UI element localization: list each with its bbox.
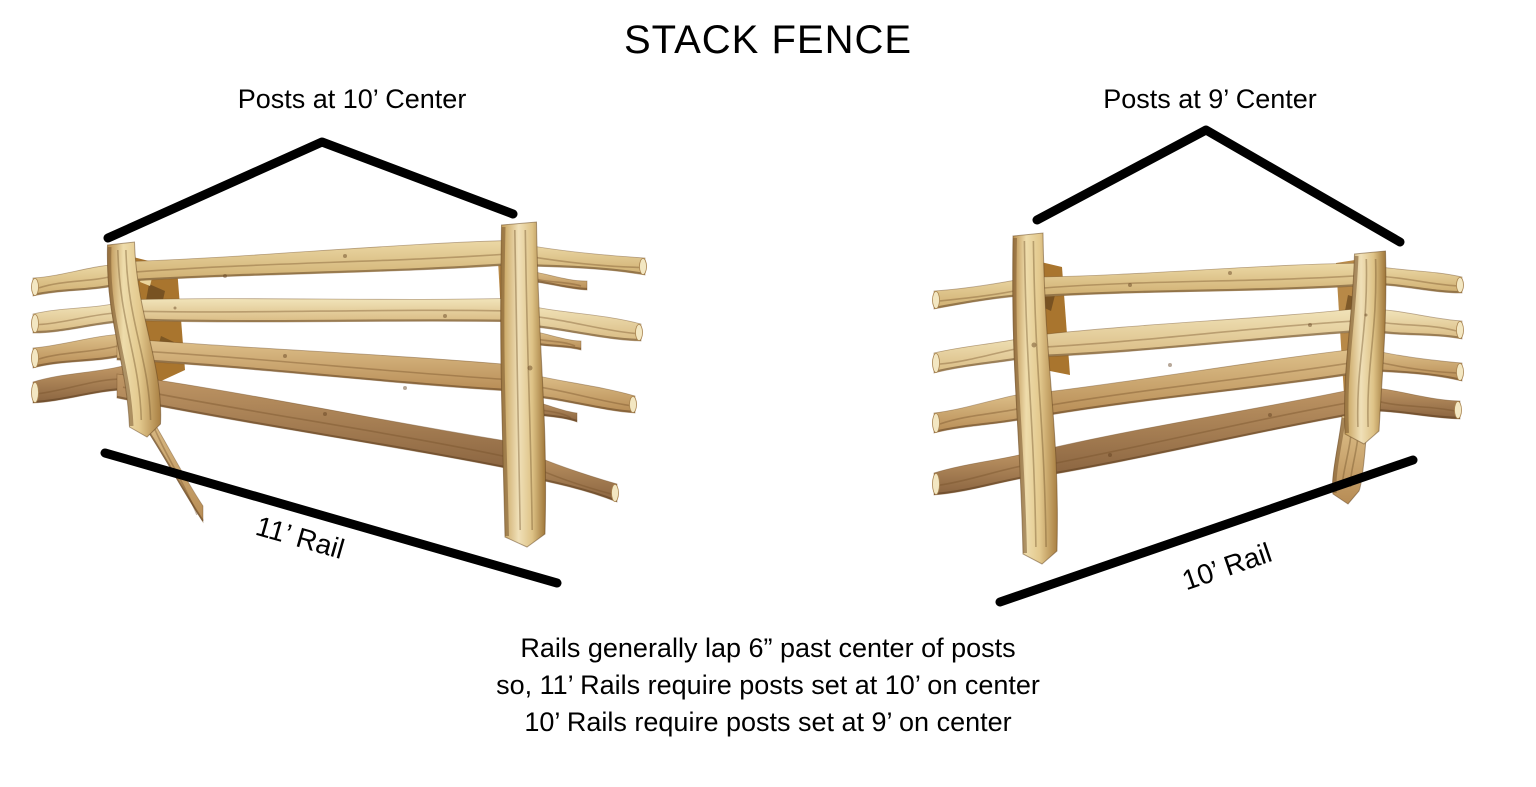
caption-posts-9-center: Posts at 9’ Center: [1103, 84, 1317, 114]
caption-posts-10-center: Posts at 10’ Center: [237, 84, 467, 114]
footnote-line-2: so, 11’ Rails require posts set at 10’ o…: [496, 670, 1040, 700]
footnote-line-1: Rails generally lap 6” past center of po…: [520, 633, 1016, 663]
page-title: STACK FENCE: [623, 18, 913, 62]
footnote-line-3: 10’ Rails require posts set at 9’ on cen…: [524, 707, 1012, 737]
fence-photo-9ft-centers: [932, 232, 1464, 565]
fence-photo-10ft-centers: [31, 221, 647, 548]
footnote: Rails generally lap 6” past center of po…: [496, 630, 1040, 741]
